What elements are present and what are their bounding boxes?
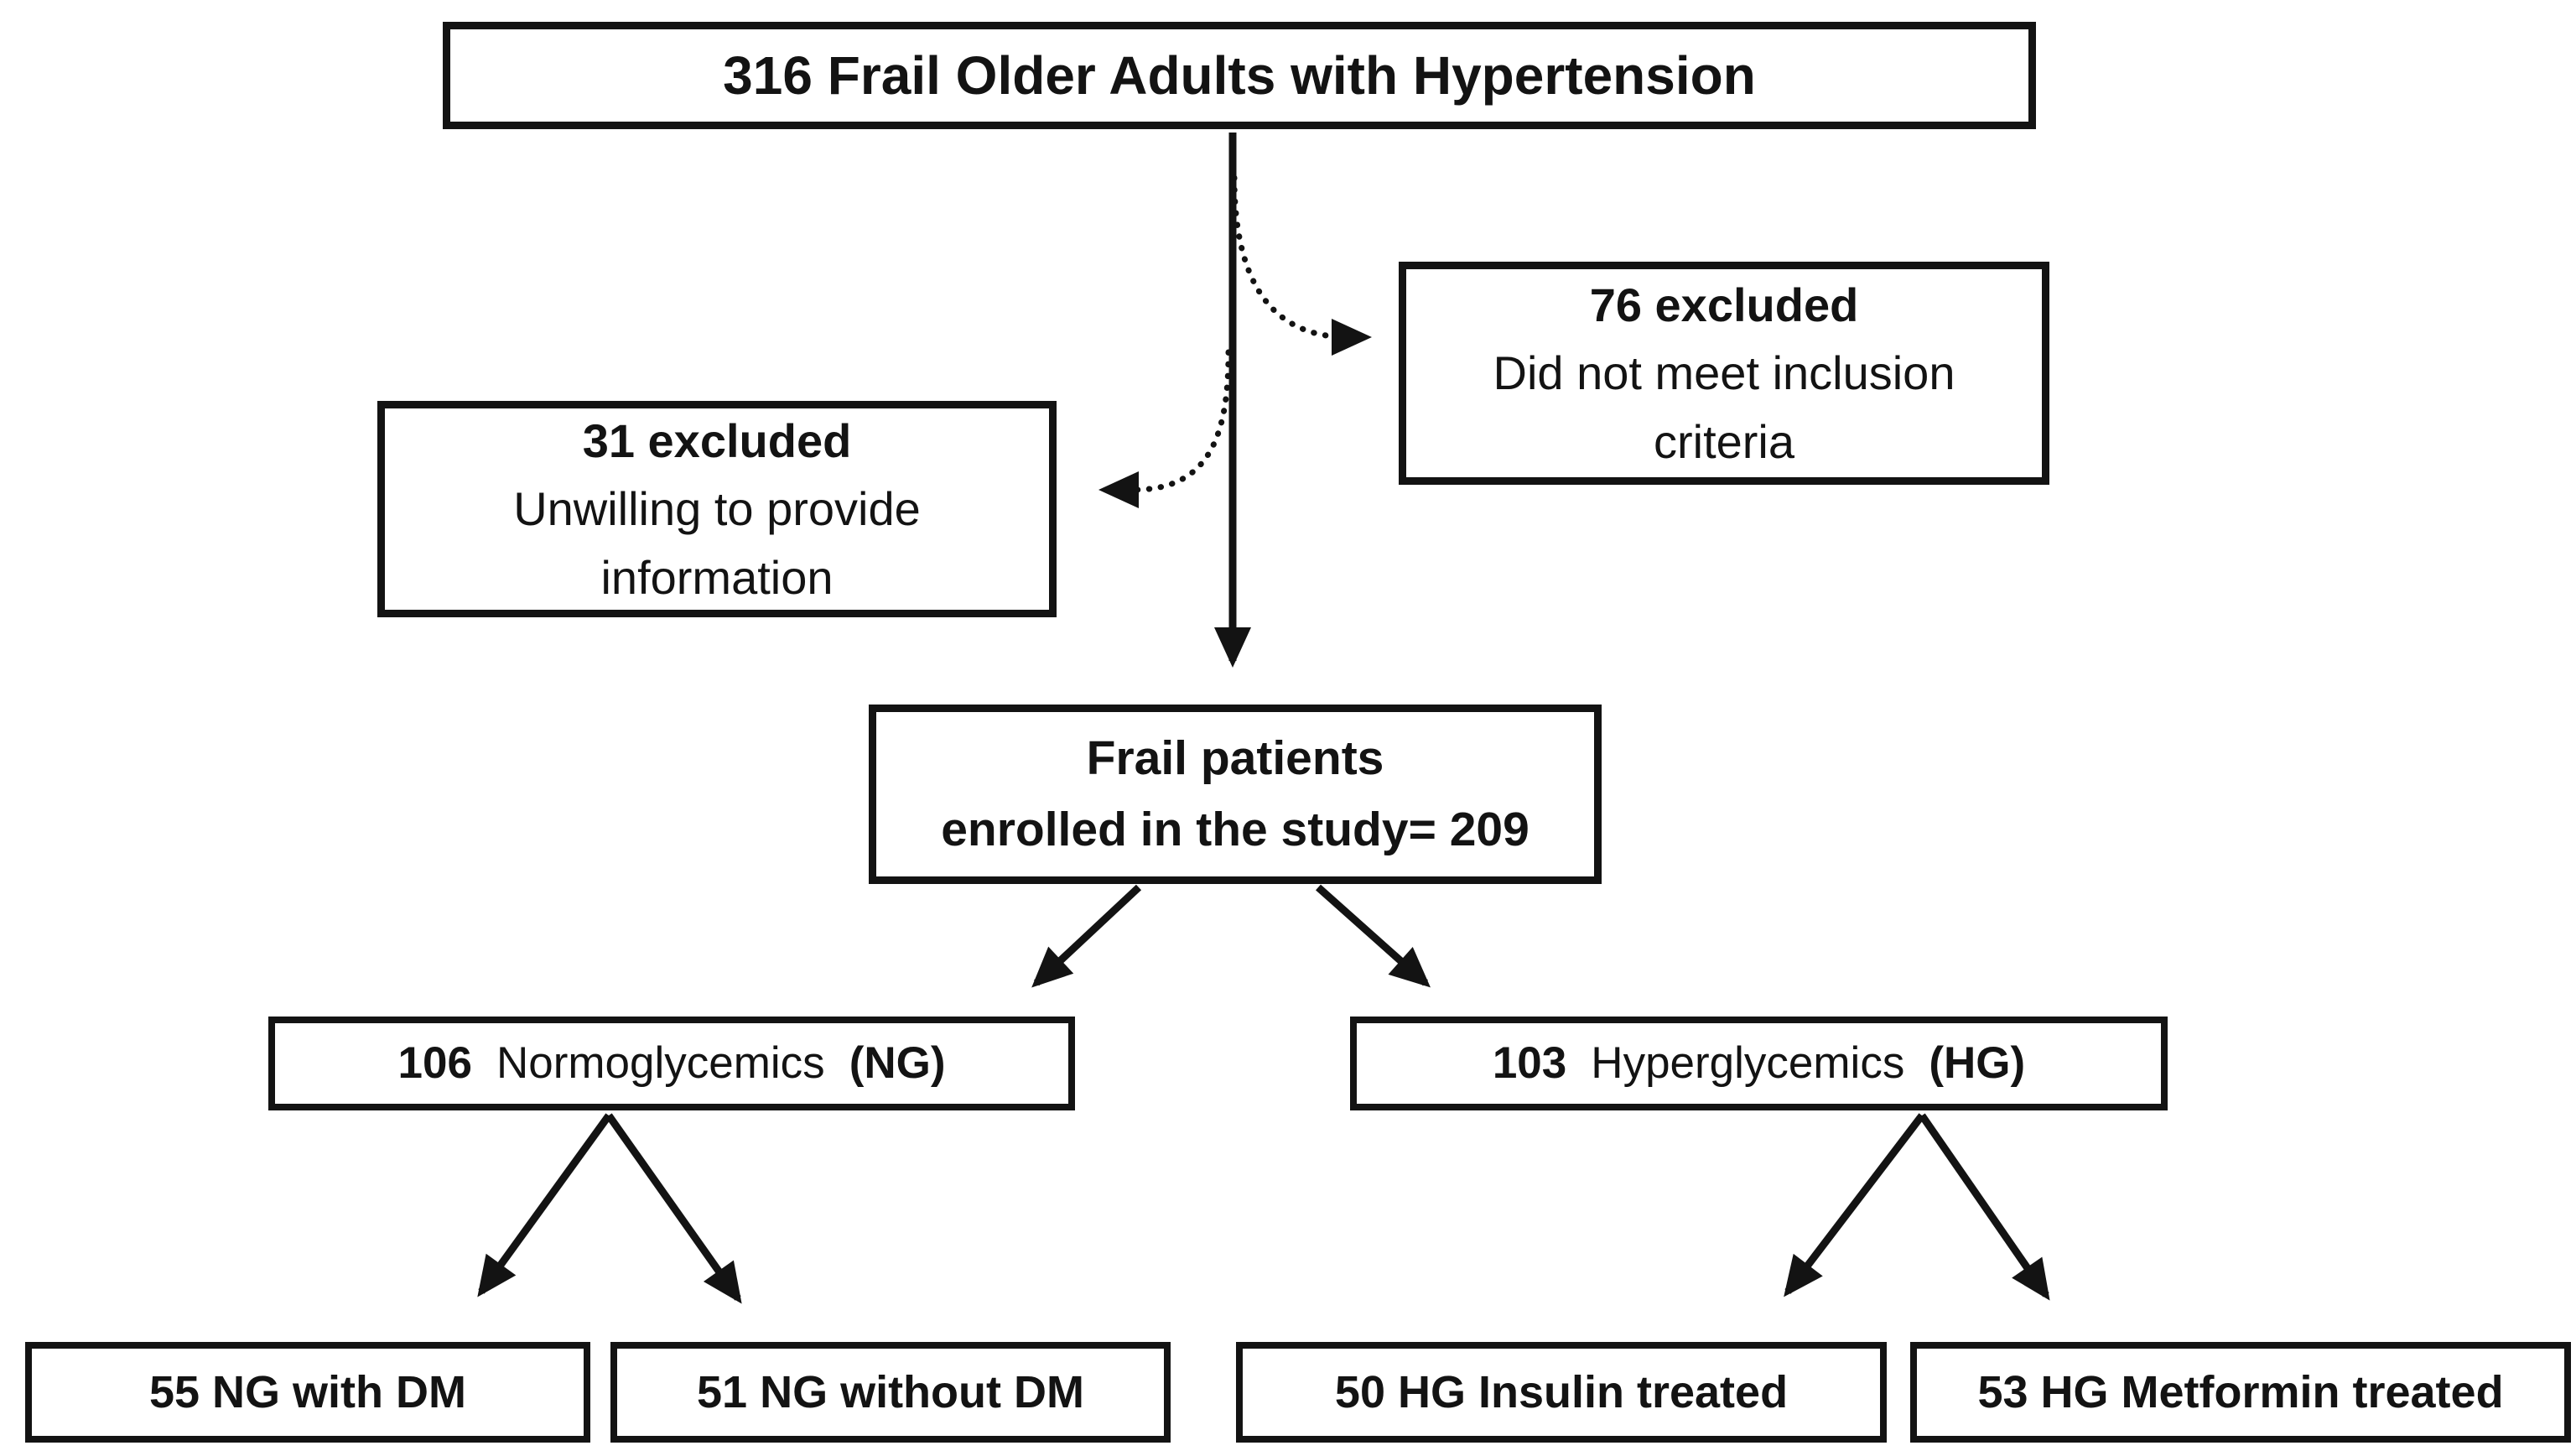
excluded-unwilling-reason-line1: Unwilling to provide — [513, 482, 921, 536]
ng-without-dm-text: 51 NG without DM — [697, 1366, 1084, 1417]
dotted-arrow-excluded-criteria — [1231, 174, 1372, 356]
excluded-criteria-count: 76 excluded — [1589, 278, 1859, 332]
hyperglycemics-count: 103 — [1492, 1038, 1567, 1089]
hg-metformin-text: 53 HG Metformin treated — [1977, 1366, 2504, 1417]
normoglycemics-count: 106 — [397, 1038, 472, 1089]
dotted-arrow-excluded-unwilling — [1098, 349, 1232, 508]
ng-with-dm-text: 55 NG with DM — [148, 1366, 467, 1417]
node-hyperglycemics: 103 Hyperglycemics (HG) — [1350, 1017, 2168, 1110]
excluded-criteria-reason-line1: Did not meet inclusion — [1493, 346, 1955, 400]
arrow-ng-to-without-dm — [605, 1113, 742, 1304]
enrolled-line2: enrolled in the study= 209 — [941, 803, 1530, 856]
excluded-unwilling-count: 31 excluded — [582, 414, 852, 468]
node-total-text: 316 Frail Older Adults with Hypertension — [723, 44, 1756, 106]
node-hg-metformin-treated: 53 HG Metformin treated — [1910, 1342, 2571, 1443]
node-excluded-unwilling: 31 excluded Unwilling to provide informa… — [377, 401, 1057, 617]
enrolled-line1: Frail patients — [1086, 731, 1384, 785]
node-ng-without-dm: 51 NG without DM — [610, 1342, 1171, 1443]
excluded-unwilling-reason-line2: information — [600, 550, 834, 604]
node-enrolled: Frail patients enrolled in the study= 20… — [869, 705, 1602, 884]
arrow-ng-to-with-dm — [477, 1113, 612, 1297]
arrow-enrolled-to-ng — [1031, 884, 1142, 988]
excluded-criteria-reason-line2: criteria — [1653, 414, 1795, 468]
node-excluded-criteria: 76 excluded Did not meet inclusion crite… — [1399, 262, 2049, 485]
arrow-enrolled-to-hg — [1316, 884, 1431, 988]
node-total-population: 316 Frail Older Adults with Hypertension — [443, 22, 2036, 129]
normoglycemics-abbr: (NG) — [849, 1038, 946, 1089]
hyperglycemics-text: 103 Hyperglycemics (HG) — [1493, 1032, 2025, 1095]
hg-insulin-text: 50 HG Insulin treated — [1334, 1366, 1789, 1417]
node-hg-insulin-treated: 50 HG Insulin treated — [1236, 1342, 1887, 1443]
arrow-hg-to-metformin — [1919, 1113, 2050, 1301]
node-normoglycemics: 106 Normoglycemics (NG) — [268, 1017, 1075, 1110]
hyperglycemics-name: Hyperglycemics — [1591, 1038, 1905, 1089]
normoglycemics-name: Normoglycemics — [496, 1038, 825, 1089]
normoglycemics-text: 106 Normoglycemics (NG) — [398, 1032, 946, 1095]
node-ng-with-dm: 55 NG with DM — [25, 1342, 590, 1443]
hyperglycemics-abbr: (HG) — [1929, 1038, 2026, 1089]
arrow-hg-to-insulin — [1784, 1113, 1925, 1297]
